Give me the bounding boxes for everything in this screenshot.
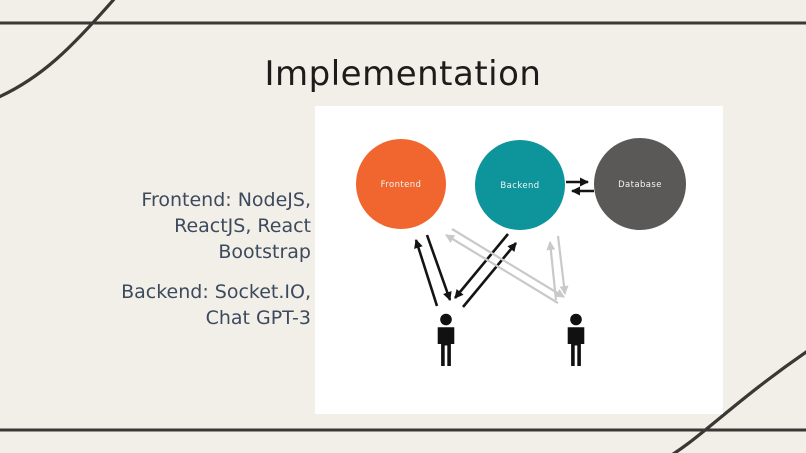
arrow-frontend-to-user2 xyxy=(451,228,565,298)
person-head xyxy=(440,313,452,326)
text-line: ReactJS, React xyxy=(174,215,311,237)
arrow-backend-to-user2 xyxy=(556,235,569,295)
person-body xyxy=(437,327,455,366)
person-head xyxy=(570,313,582,326)
edge-user2-backend xyxy=(546,235,569,301)
node-frontend: Frontend xyxy=(356,139,446,229)
edge-user1-backend xyxy=(453,233,518,308)
frontend-circle xyxy=(356,139,446,229)
backend-label: Backend xyxy=(500,181,539,191)
database-circle xyxy=(594,138,686,230)
arrow-user1-to-backend xyxy=(461,242,518,308)
slide-title: Implementation xyxy=(264,54,542,94)
arrow-backend-to-user1 xyxy=(453,233,510,299)
backend-stack-paragraph: Backend: Socket.IO, Chat GPT-3 xyxy=(85,279,311,331)
edge-backend-database xyxy=(566,177,594,196)
architecture-diagram: Frontend Backend Database xyxy=(356,138,686,366)
database-label: Database xyxy=(618,180,662,190)
text-line: Backend: Socket.IO, xyxy=(121,281,311,303)
slide-body-text: Frontend: NodeJS, ReactJS, React Bootstr… xyxy=(85,187,311,345)
person-body xyxy=(567,327,585,366)
text-line: Chat GPT-3 xyxy=(205,307,311,329)
text-line: Frontend: NodeJS, xyxy=(141,189,311,211)
arrow-user2-to-backend xyxy=(546,241,558,301)
arrow-frontend-to-user1 xyxy=(425,234,452,301)
backend-circle xyxy=(475,140,565,230)
edge-user1-frontend xyxy=(414,234,452,307)
arrow-user2-to-frontend xyxy=(445,234,559,304)
user2-person-icon xyxy=(567,313,585,366)
architecture-diagram-panel: Frontend Backend Database xyxy=(315,106,723,414)
user1-person-icon xyxy=(437,313,455,366)
node-database: Database xyxy=(594,138,686,230)
text-line: Bootstrap xyxy=(218,241,311,263)
node-backend: Backend xyxy=(475,140,565,230)
frontend-stack-paragraph: Frontend: NodeJS, ReactJS, React Bootstr… xyxy=(85,187,311,265)
arrow-user1-to-frontend xyxy=(414,239,439,307)
edge-user2-frontend xyxy=(445,228,565,304)
frontend-label: Frontend xyxy=(381,180,422,190)
